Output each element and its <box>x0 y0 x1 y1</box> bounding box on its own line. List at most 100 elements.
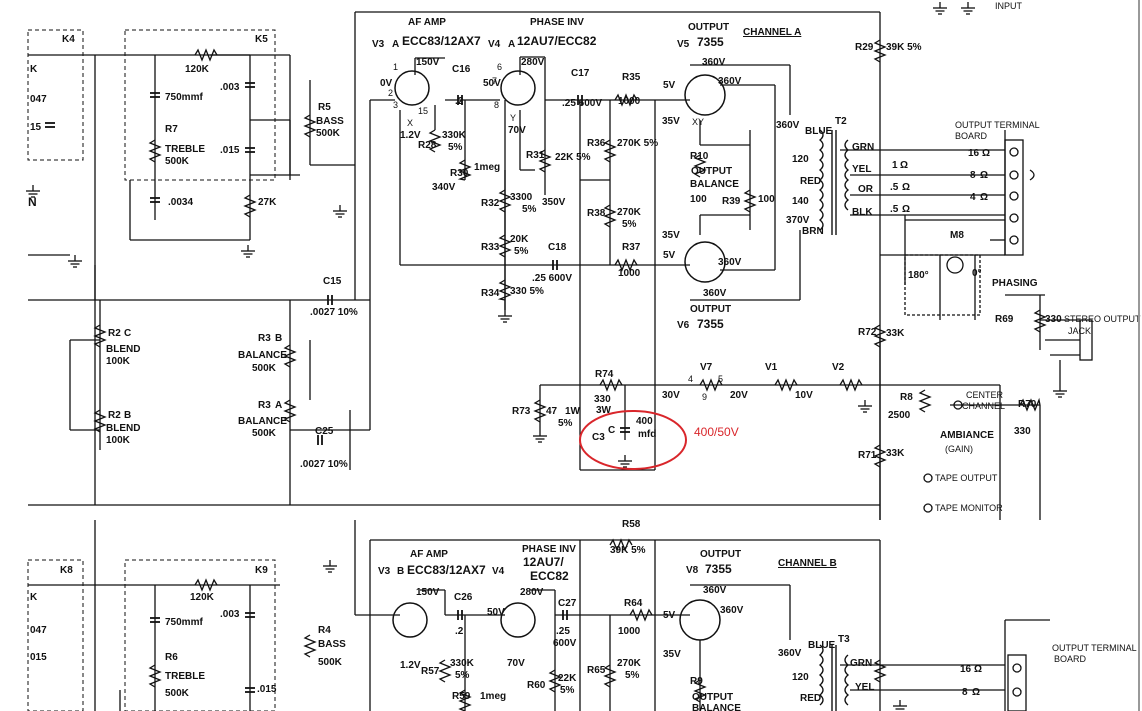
rail-20v: 20V <box>730 390 748 401</box>
r71-value: 33K <box>886 448 905 459</box>
t2-label: T2 <box>835 116 847 127</box>
resistors <box>93 39 1047 711</box>
v8-title: OUTPUT <box>700 549 741 560</box>
r71-label: R71 <box>858 450 877 461</box>
c16-value: .2 <box>455 96 464 107</box>
v4b-ref: V4 <box>492 566 505 577</box>
v3b-plate-voltage: 150V <box>416 587 440 598</box>
r6-label: R6 <box>165 652 178 663</box>
b2-voltage: 350V <box>542 197 566 208</box>
r38-tol: 5% <box>622 219 637 230</box>
wire-yel-b: YEL <box>855 682 874 693</box>
r70-value: 330 <box>1014 426 1031 437</box>
misc-015-b: .015 <box>257 684 277 695</box>
v5-title: OUTPUT <box>688 22 729 33</box>
r29-label: R29 <box>855 42 874 53</box>
b4-voltage: 370V <box>786 215 810 226</box>
r3a-label: R3 <box>258 400 271 411</box>
misc-0034: .0034 <box>168 197 193 208</box>
r2c-label: R2 <box>108 328 121 339</box>
misc-003: .003 <box>220 82 240 93</box>
pin-x: X <box>407 118 413 128</box>
board-title-2: BOARD <box>955 131 988 141</box>
board-b-title-1: OUTPUT TERMINAL <box>1052 643 1137 653</box>
r2c-value: 100K <box>106 356 131 367</box>
m8-label: M8 <box>950 230 964 241</box>
v8-ref: V8 <box>686 565 699 576</box>
pin-15: 15 <box>418 106 428 116</box>
r3a-suffix: A <box>275 400 282 411</box>
r73-value: 47 <box>546 406 558 417</box>
r10-value: 100 <box>690 194 707 205</box>
c18-label: C18 <box>548 242 567 253</box>
misc-750: 750mmf <box>165 92 203 103</box>
r10-label: R10 <box>690 151 709 162</box>
v8-g1-voltage: 5V <box>663 610 676 621</box>
v7-label: V7 <box>700 362 713 373</box>
r3b-value: 500K <box>252 363 277 374</box>
v8-k-voltage: 360V <box>720 605 744 616</box>
r3a-value: 500K <box>252 428 277 439</box>
labels: INPUT CHANNEL A CHANNEL B AF AMP V3 A EC… <box>28 1 1141 711</box>
r5-label: R5 <box>318 102 331 113</box>
term-16: 16 <box>968 148 980 159</box>
r34-value: 330 5% <box>510 286 544 297</box>
k5-label: K5 <box>255 34 268 45</box>
c3-label: C3 <box>592 432 605 443</box>
r73-tol: 5% <box>558 418 573 429</box>
term-b16-ohm: Ω <box>974 664 982 675</box>
r32-value: 3300 <box>510 192 533 203</box>
v4b-type1: 12AU7/ <box>523 555 564 569</box>
term-8: 8 <box>970 170 976 181</box>
r7-name: TREBLE <box>165 144 205 155</box>
wire-brn: BRN <box>802 226 824 237</box>
misc-015: .015 <box>220 145 240 156</box>
r59-value: 1meg <box>480 691 506 702</box>
v5-ref: V5 <box>677 39 690 50</box>
v4a-suffix: A <box>508 39 515 50</box>
v5-g2-voltage: 360V <box>702 57 726 68</box>
k8-label: K8 <box>60 565 73 576</box>
term-b8-ohm: Ω <box>972 687 980 698</box>
v4a-plate-voltage: 280V <box>521 57 545 68</box>
r35-label: R35 <box>622 72 641 83</box>
b1-voltage: 340V <box>432 182 456 193</box>
rail-30v: 30V <box>662 390 680 401</box>
v8-g2-voltage: 360V <box>703 585 727 596</box>
v8-b-voltage: 35V <box>663 649 681 660</box>
v6-ref: V6 <box>677 320 690 331</box>
channel-a-label: CHANNEL A <box>743 27 801 38</box>
misc-750-b: 750mmf <box>165 617 203 628</box>
pin-3: 3 <box>393 100 398 110</box>
v3b-title: AF AMP <box>410 549 448 560</box>
wire-grn-b: GRN <box>850 658 872 669</box>
term-4: 4 <box>970 192 976 203</box>
term-ohm-r5a: Ω <box>902 182 910 193</box>
r28-value: 330K <box>442 130 467 141</box>
tape-output: TAPE OUTPUT <box>935 473 998 483</box>
v8-out-voltage: 360V <box>778 648 802 659</box>
r65-value: 270K <box>617 658 642 669</box>
misc-047: 047 <box>30 94 47 105</box>
r3b-label: R3 <box>258 333 271 344</box>
pin-y: Y <box>510 113 516 123</box>
v4a-title: PHASE INV <box>530 17 584 28</box>
misc-15: 15 <box>30 122 42 133</box>
misc-n: N <box>28 195 37 209</box>
pin-1: 1 <box>393 62 398 72</box>
r38-label: R38 <box>587 208 606 219</box>
c26-label: C26 <box>454 592 473 603</box>
r3a-name: BALANCE <box>238 416 287 427</box>
v5-k-voltage: 360V <box>718 76 742 87</box>
r10-name2: BALANCE <box>690 179 739 190</box>
pin-5: 5 <box>718 374 723 384</box>
pin-8: 8 <box>494 100 499 110</box>
rail-10v: 10V <box>795 390 813 401</box>
r37-value: 1000 <box>618 268 641 279</box>
r33-label: R33 <box>481 242 500 253</box>
r4-value: 500K <box>318 657 343 668</box>
v6-k-voltage: 360V <box>703 288 727 299</box>
r69-label: R69 <box>995 314 1014 325</box>
r2b-label: R2 <box>108 410 121 421</box>
r58-value: 39K 5% <box>610 545 646 556</box>
